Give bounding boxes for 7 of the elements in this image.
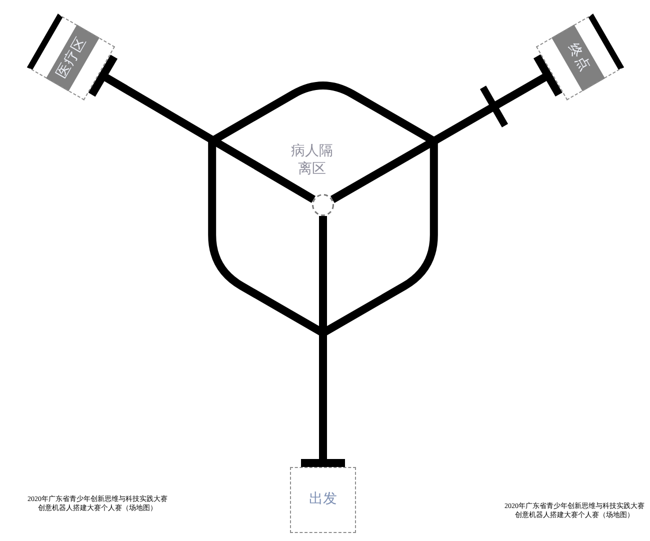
- track-line: [301, 216, 345, 467]
- zone-box: 医疗区: [26, 14, 116, 100]
- track-line: [330, 54, 562, 203]
- zone-label: 病人隔离区: [290, 143, 334, 179]
- zone-box: 出发: [290, 467, 356, 533]
- zone-box: 终点: [536, 14, 624, 100]
- track-line: [88, 54, 316, 203]
